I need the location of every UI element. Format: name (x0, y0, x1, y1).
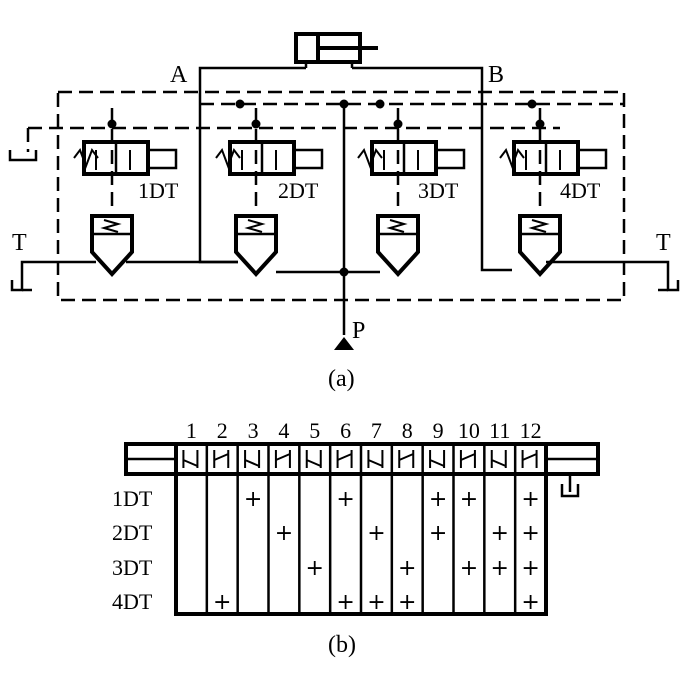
row-label: 1DT (112, 486, 153, 511)
column-header: 10 (458, 418, 480, 443)
plus-mark: + (521, 521, 539, 546)
plus-mark: + (367, 521, 385, 546)
junction-dots (107, 99, 545, 277)
column-header: 3 (248, 418, 259, 443)
table-marks: + + + + + + + + + + + + + + + + + + + + (213, 487, 540, 615)
right-end-block (544, 442, 600, 498)
row-label: 4DT (112, 589, 153, 614)
plus-mark: + (491, 521, 509, 546)
pressure-label: P (352, 318, 365, 344)
position-glyph (398, 450, 415, 468)
position-glyph (336, 450, 353, 468)
cartridge-valve-2 (234, 214, 278, 277)
plus-mark: + (460, 487, 478, 512)
position-symbols (182, 450, 538, 468)
position-glyph (182, 450, 199, 468)
position-glyph (367, 450, 384, 468)
caption-a: (a) (328, 366, 355, 392)
plus-mark: + (336, 590, 354, 615)
position-glyph (521, 450, 538, 468)
column-header: 9 (433, 418, 444, 443)
cartridge-valve-4 (518, 214, 562, 277)
plus-mark: + (521, 556, 539, 581)
position-glyph (244, 450, 261, 468)
solenoid-valve-1 (73, 140, 178, 176)
position-glyph (429, 450, 446, 468)
position-glyph (274, 450, 291, 468)
plus-mark: + (367, 590, 385, 615)
row-labels: 1DT 2DT 3DT 4DT (112, 486, 153, 614)
plus-mark: + (306, 556, 324, 581)
row-label: 3DT (112, 555, 153, 580)
left-actuator-block (124, 442, 178, 476)
plus-mark: + (275, 521, 293, 546)
port-a-label: A (170, 62, 188, 88)
solenoid-label-2: 2DT (278, 178, 319, 203)
port-b-label: B (488, 62, 504, 88)
solenoid-valve-3 (357, 140, 466, 176)
cartridge-valve-1 (90, 214, 134, 277)
plus-mark: + (460, 556, 478, 581)
column-header: 5 (309, 418, 320, 443)
column-header: 12 (520, 418, 542, 443)
pilot-dashed-lines (26, 90, 626, 302)
plus-mark: + (398, 590, 416, 615)
solenoid-label-1: 1DT (138, 178, 179, 203)
position-glyph (490, 450, 507, 468)
solenoid-label-4: 4DT (560, 178, 601, 203)
tank-symbols (8, 150, 680, 292)
column-dividers (205, 444, 517, 614)
position-glyph (305, 450, 322, 468)
plus-mark: + (213, 590, 231, 615)
column-header: 1 (186, 418, 197, 443)
column-header: 8 (402, 418, 413, 443)
solenoid-valve-4 (499, 140, 608, 176)
solenoid-label-3: 3DT (418, 178, 459, 203)
plus-mark: + (429, 487, 447, 512)
column-header: 4 (278, 418, 289, 443)
plus-mark: + (336, 487, 354, 512)
position-glyph (459, 450, 476, 468)
tank-left-label: T (12, 230, 27, 256)
column-header: 2 (217, 418, 228, 443)
solenoid-valve-2 (215, 140, 324, 176)
caption-b: (b) (328, 632, 356, 658)
plus-mark: + (521, 487, 539, 512)
column-header: 6 (340, 418, 351, 443)
cartridge-valve-3 (376, 214, 420, 277)
column-header: 11 (489, 418, 510, 443)
tank-right-label: T (656, 230, 671, 256)
plus-mark: + (398, 556, 416, 581)
plus-mark: + (429, 521, 447, 546)
main-lines (30, 66, 660, 335)
plus-mark: + (521, 590, 539, 615)
cylinder-symbol (294, 32, 378, 68)
row-label: 2DT (112, 520, 153, 545)
position-glyph (213, 450, 230, 468)
pressure-source-triangle (334, 337, 354, 350)
column-header: 7 (371, 418, 382, 443)
plus-mark: + (244, 487, 262, 512)
diagram-a: A B T T P 1DT 2DT 3DT 4DT (a) (8, 32, 680, 392)
plus-mark: + (491, 556, 509, 581)
